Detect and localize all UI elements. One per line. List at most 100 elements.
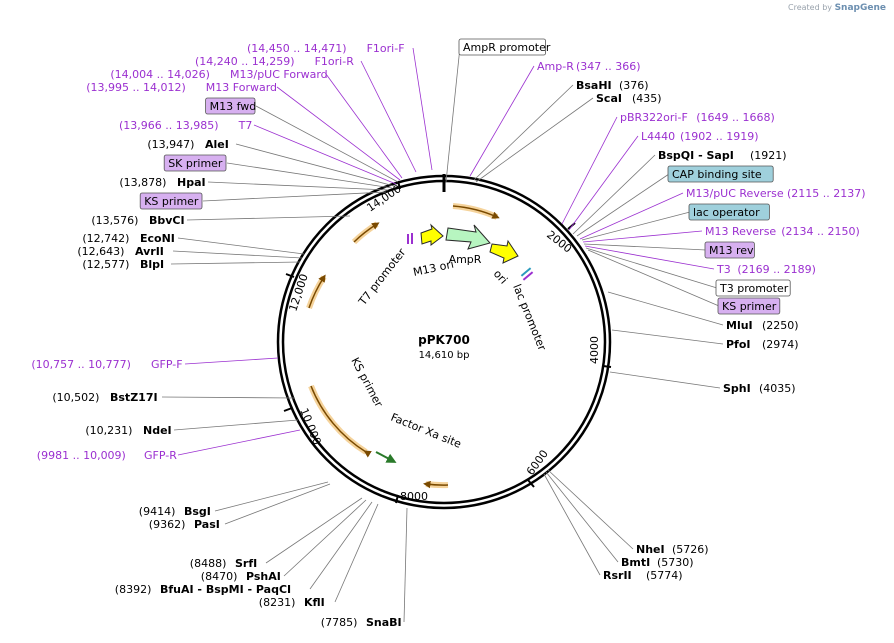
site-ndei[interactable]: NdeI(10,231) [85,424,171,437]
site-name-l4440: L4440 [641,130,675,143]
tick-8000 [395,494,399,504]
site-t7[interactable]: T7(13,966 .. 13,985) [119,119,252,132]
site-pfoi[interactable]: PfoI (2974) [726,338,799,351]
site-name-bfuai-bspmi-paqci: BfuAI - BspMI - PaqCI [160,583,291,596]
site-m13-rev[interactable]: M13 rev [704,241,755,259]
label-box-ks-primer [139,192,203,210]
site-econi[interactable]: EcoNI (12,742) [82,232,174,245]
leader-kfli [334,503,379,603]
tick-6000 [527,479,535,488]
site-ks-primer[interactable]: KS primer [717,297,781,315]
site-nhei[interactable]: NheI(5726) [636,543,709,556]
site-kfli[interactable]: KflI(8231) [259,596,325,609]
site-name-econi: EcoNI [140,232,175,245]
site-pshai[interactable]: PshAI(8470) [201,570,281,583]
site-m13-forward[interactable]: M13 Forward (13,995 .. 14,012) [86,81,277,94]
site-coord-bfuai-bspmi-paqci: (8392) [115,583,152,596]
leader-lines [161,46,724,623]
site-name-mlui: MluI [726,319,753,332]
site-name-m13-rev: M13 rev [709,244,754,257]
site-t3-promoter[interactable]: T3 promoter [715,279,791,297]
site-m13-puc-reverse[interactable]: M13/pUC Reverse(2115 .. 2137) [686,187,866,200]
site-name-sk-primer: SK primer [168,157,223,170]
site-sphi[interactable]: SphI(4035) [723,382,796,395]
site-ks-primer[interactable]: KS primer [139,192,203,210]
leader-f1ori-f [412,47,433,171]
site-mlui[interactable]: MluI(2250) [726,319,799,332]
tick-12000 [285,273,295,278]
site-rsrii[interactable]: RsrII(5774) [603,569,683,582]
site-name-srfi: SrfI [235,557,257,570]
site-t3[interactable]: T3(2169 .. 2189) [716,263,816,276]
site-l4440[interactable]: L4440(1902 .. 1919) [641,130,759,143]
inner-label-t7-promoter: T7 promoter [356,246,409,309]
site-pbr322ori-f[interactable]: pBR322ori-F(1649 .. 1668) [620,111,775,124]
leader-m13-fwd [255,105,399,183]
leader-bstz17i [161,396,296,399]
inner-label-ks-primer: KS primer [348,355,385,409]
site-bstz17i[interactable]: BstZ17I(10,502) [52,391,157,404]
label-box-ampr-promoter [458,38,546,56]
leader-m13-puc-reverse [579,192,684,240]
site-coord-rsrii: (5774) [646,569,683,582]
site-name-t3: T3 [716,263,731,276]
site-name-pshai: PshAI [246,570,281,583]
label-box-lac-operator [688,203,770,221]
site-snabi[interactable]: SnaBI(7785) [321,616,402,629]
site-hpai[interactable]: HpaI(13,878) [119,176,205,189]
site-name-t3-promoter: T3 promoter [719,282,789,295]
site-f1ori-r[interactable]: F1ori-R(14,240 .. 14,259) [195,55,354,68]
leader-snabi [403,507,408,623]
plasmid-name: pPK700 [418,333,470,347]
site-bsahi[interactable]: BsaHI(376) [576,79,649,92]
site-bsgi[interactable]: BsgI(9414) [139,505,211,518]
site-sk-primer[interactable]: SK primer [163,154,227,172]
site-scai[interactable]: ScaI(435) [596,92,662,105]
leader-bsahi [473,84,574,181]
site-name-t7: T7 [238,119,253,132]
leader-m13-puc-forward [325,73,403,179]
site-name-pbr322ori-f: pBR322ori-F [620,111,688,124]
leader-m13-reverse [582,230,703,243]
site-f1ori-f[interactable]: F1ori-F(14,450 .. 14,471) [247,42,405,55]
site-name-bsahi: BsaHI [576,79,612,92]
leader-blpi [170,261,301,265]
site-bspqi-sapi[interactable]: BspQI - SapI(1921) [658,149,787,162]
site-srfi[interactable]: SrfI (8488) [190,557,257,570]
ori-arrow [489,239,519,264]
site-gfp-r[interactable]: GFP-R(9981 .. 10,009) [37,449,177,462]
site-coord-srfi: (8488) [190,557,227,570]
site-coord-pfoi: (2974) [762,338,799,351]
site-amp-r[interactable]: Amp-R(347 .. 366) [537,60,641,73]
site-name-sphi: SphI [723,382,751,395]
site-name-m13-reverse: M13 Reverse [705,225,776,238]
site-coord-econi: (12,742) [82,232,129,245]
leader-l4440 [568,135,639,231]
site-m13-puc-forward[interactable]: M13/pUC Forward(14,004 .. 14,026) [110,68,327,81]
leader-m13-rev [583,243,707,251]
site-m13-fwd[interactable]: M13 fwd [205,97,257,115]
site-coord-ndei: (10,231) [85,424,132,437]
site-bbvci[interactable]: BbvCI(13,576) [91,214,184,227]
site-name-f1ori-f: F1ori-F [367,42,405,55]
site-bmti[interactable]: BmtI(5730) [621,556,694,569]
site-bfuai-bspmi-paqci[interactable]: BfuAI - BspMI - PaqCI (8392) [115,583,291,596]
site-name-pasi: PasI [194,518,220,531]
site-cap-binding-site[interactable]: CAP binding site [667,165,774,183]
site-lac-operator[interactable]: lac operator [688,203,770,221]
site-coord-m13-forward: (13,995 .. 14,012) [86,81,186,94]
leader-hpai [207,181,389,191]
site-alei[interactable]: AleI(13,947) [147,138,228,151]
leader-ndei [173,419,299,431]
site-name-m13-forward: M13 Forward [206,81,277,94]
site-pasi[interactable]: PasI(9362) [149,518,220,531]
site-gfp-f[interactable]: GFP-F(10,757 .. 10,777) [31,358,182,371]
leader-gfp-r [177,429,301,456]
site-ampr-promoter[interactable]: AmpR promoter [458,38,551,56]
site-m13-reverse[interactable]: M13 Reverse(2134 .. 2150) [705,225,860,238]
site-blpi[interactable]: BlpI(12,577) [82,258,164,271]
site-name-pfoi: PfoI [726,338,751,351]
site-avrii[interactable]: AvrII(12,643) [77,245,164,258]
feature-arrow-f1 [353,222,380,243]
